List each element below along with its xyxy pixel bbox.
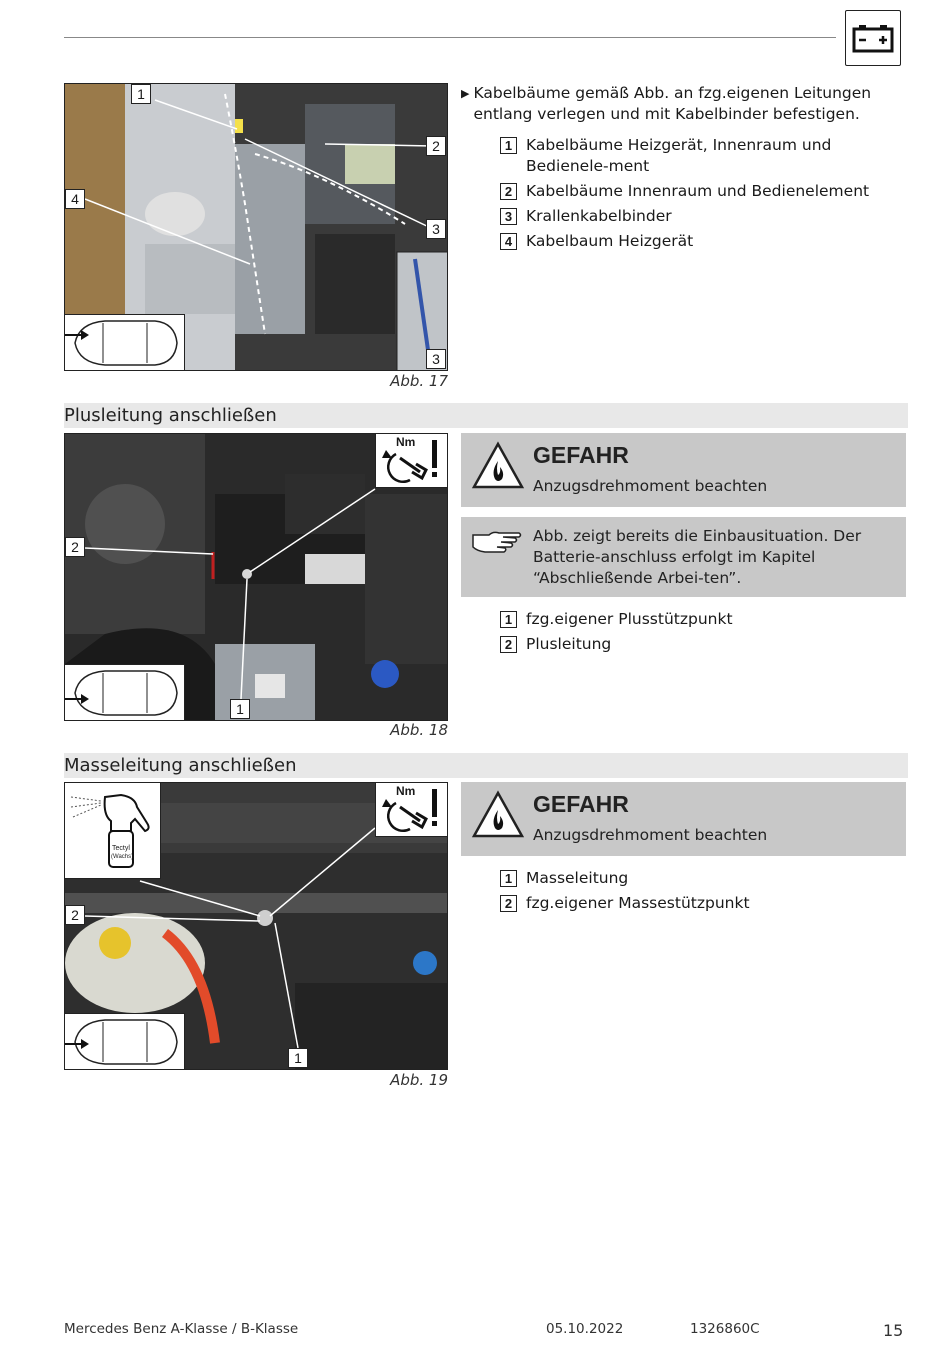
car-position-icon <box>65 314 185 370</box>
legend-item: 1 fzg.eigener Plusstützpunkt <box>500 609 900 630</box>
legend-fig17: 1 Kabelbäume Heizgerät, Innenraum und Be… <box>500 135 900 256</box>
fig19-callout-1: 1 <box>288 1048 308 1068</box>
legend-item: 1 Kabelbäume Heizgerät, Innenraum und Be… <box>500 135 900 177</box>
spray-label: Tectyl <box>112 845 130 852</box>
legend-number: 4 <box>500 233 517 250</box>
fig19-callout-2: 2 <box>65 905 85 925</box>
legend-fig19: 1 Masseleitung 2 fzg.eigener Massestützp… <box>500 868 900 918</box>
danger-box-plus: GEFAHR Anzugsdrehmoment beachten <box>461 433 906 507</box>
bullet-arrow-icon: ▶ <box>461 87 470 100</box>
legend-text: Kabelbäume Innenraum und Bedienelement <box>526 182 870 200</box>
legend-number: 1 <box>500 870 517 887</box>
flammable-warning-icon <box>471 790 525 838</box>
legend-item: 2 Plusleitung <box>500 634 900 655</box>
fig17-callout-4: 4 <box>65 189 85 209</box>
legend-number: 1 <box>500 611 517 628</box>
legend-item: 2 Kabelbäume Innenraum und Bedienelement <box>500 181 900 202</box>
caption-abb-19: Abb. 19 <box>390 1071 448 1089</box>
footer-date: 05.10.2022 <box>546 1321 624 1337</box>
legend-number: 2 <box>500 183 517 200</box>
spray-can-icon: Tectyl (Wachs) <box>65 783 161 879</box>
legend-number: 3 <box>500 208 517 225</box>
danger-title: GEFAHR <box>533 442 629 468</box>
note-box: Abb. zeigt bereits die Einbausituation. … <box>461 517 906 597</box>
legend-item: 4 Kabelbaum Heizgerät <box>500 231 900 252</box>
nm-label: Nm <box>396 784 416 798</box>
legend-item: 3 Krallenkabelbinder <box>500 206 900 227</box>
torque-wrench-icon: Nm <box>375 783 447 837</box>
legend-item: 1 Masseleitung <box>500 868 900 889</box>
caption-abb-17: Abb. 17 <box>390 372 448 390</box>
danger-box-masse: GEFAHR Anzugsdrehmoment beachten <box>461 782 906 856</box>
pointing-hand-icon <box>472 531 522 553</box>
fig17-callout-2: 2 <box>426 136 446 156</box>
section-title-plusleitung: Plusleitung anschließen <box>64 403 908 428</box>
legend-text: Masseleitung <box>526 869 629 887</box>
fig18-callout-1: 1 <box>230 699 250 719</box>
footer-vehicle: Mercedes Benz A-Klasse / B-Klasse <box>64 1321 299 1337</box>
fig17-callout-1: 1 <box>131 84 151 104</box>
car-position-icon <box>65 1013 185 1069</box>
danger-text: Anzugsdrehmoment beachten <box>533 826 768 844</box>
instruction-text: ▶ Kabelbäume gemäß Abb. an fzg.eigenen L… <box>461 83 906 125</box>
page-number: 15 <box>883 1321 904 1340</box>
figure-18: 2 1 Nm <box>64 433 448 721</box>
legend-text: Kabelbaum Heizgerät <box>526 232 694 250</box>
battery-icon <box>845 10 901 66</box>
danger-title: GEFAHR <box>533 791 629 817</box>
legend-text: fzg.eigener Plusstützpunkt <box>526 610 733 628</box>
fig17-callout-3b: 3 <box>426 349 446 369</box>
flammable-warning-icon <box>471 441 525 489</box>
legend-text: Kabelbäume Heizgerät, Innenraum und Bedi… <box>526 136 832 175</box>
torque-wrench-icon: Nm <box>375 434 447 488</box>
footer-doc-number: 1326860C <box>690 1321 760 1337</box>
note-text: Abb. zeigt bereits die Einbausituation. … <box>533 527 862 587</box>
caption-abb-18: Abb. 18 <box>390 721 448 739</box>
legend-text: fzg.eigener Massestützpunkt <box>526 894 750 912</box>
legend-text: Krallenkabelbinder <box>526 207 672 225</box>
figure-17: 1 2 3 4 3 <box>64 83 448 371</box>
section-title-masseleitung: Masseleitung anschließen <box>64 753 908 778</box>
spray-sublabel: (Wachs) <box>111 854 134 860</box>
instruction-label: Kabelbäume gemäß Abb. an fzg.eigenen Lei… <box>473 84 872 123</box>
figure-19: 2 1 Tectyl (Wachs) Nm <box>64 782 448 1070</box>
legend-number: 2 <box>500 895 517 912</box>
nm-label: Nm <box>396 435 416 449</box>
danger-text: Anzugsdrehmoment beachten <box>533 477 768 495</box>
legend-fig18: 1 fzg.eigener Plusstützpunkt 2 Plusleitu… <box>500 609 900 659</box>
legend-number: 1 <box>500 137 517 154</box>
legend-text: Plusleitung <box>526 635 612 653</box>
fig17-callout-3: 3 <box>426 219 446 239</box>
fig18-callout-2: 2 <box>65 537 85 557</box>
car-position-icon <box>65 664 185 720</box>
legend-number: 2 <box>500 636 517 653</box>
legend-item: 2 fzg.eigener Massestützpunkt <box>500 893 900 914</box>
header-rule <box>64 37 836 38</box>
